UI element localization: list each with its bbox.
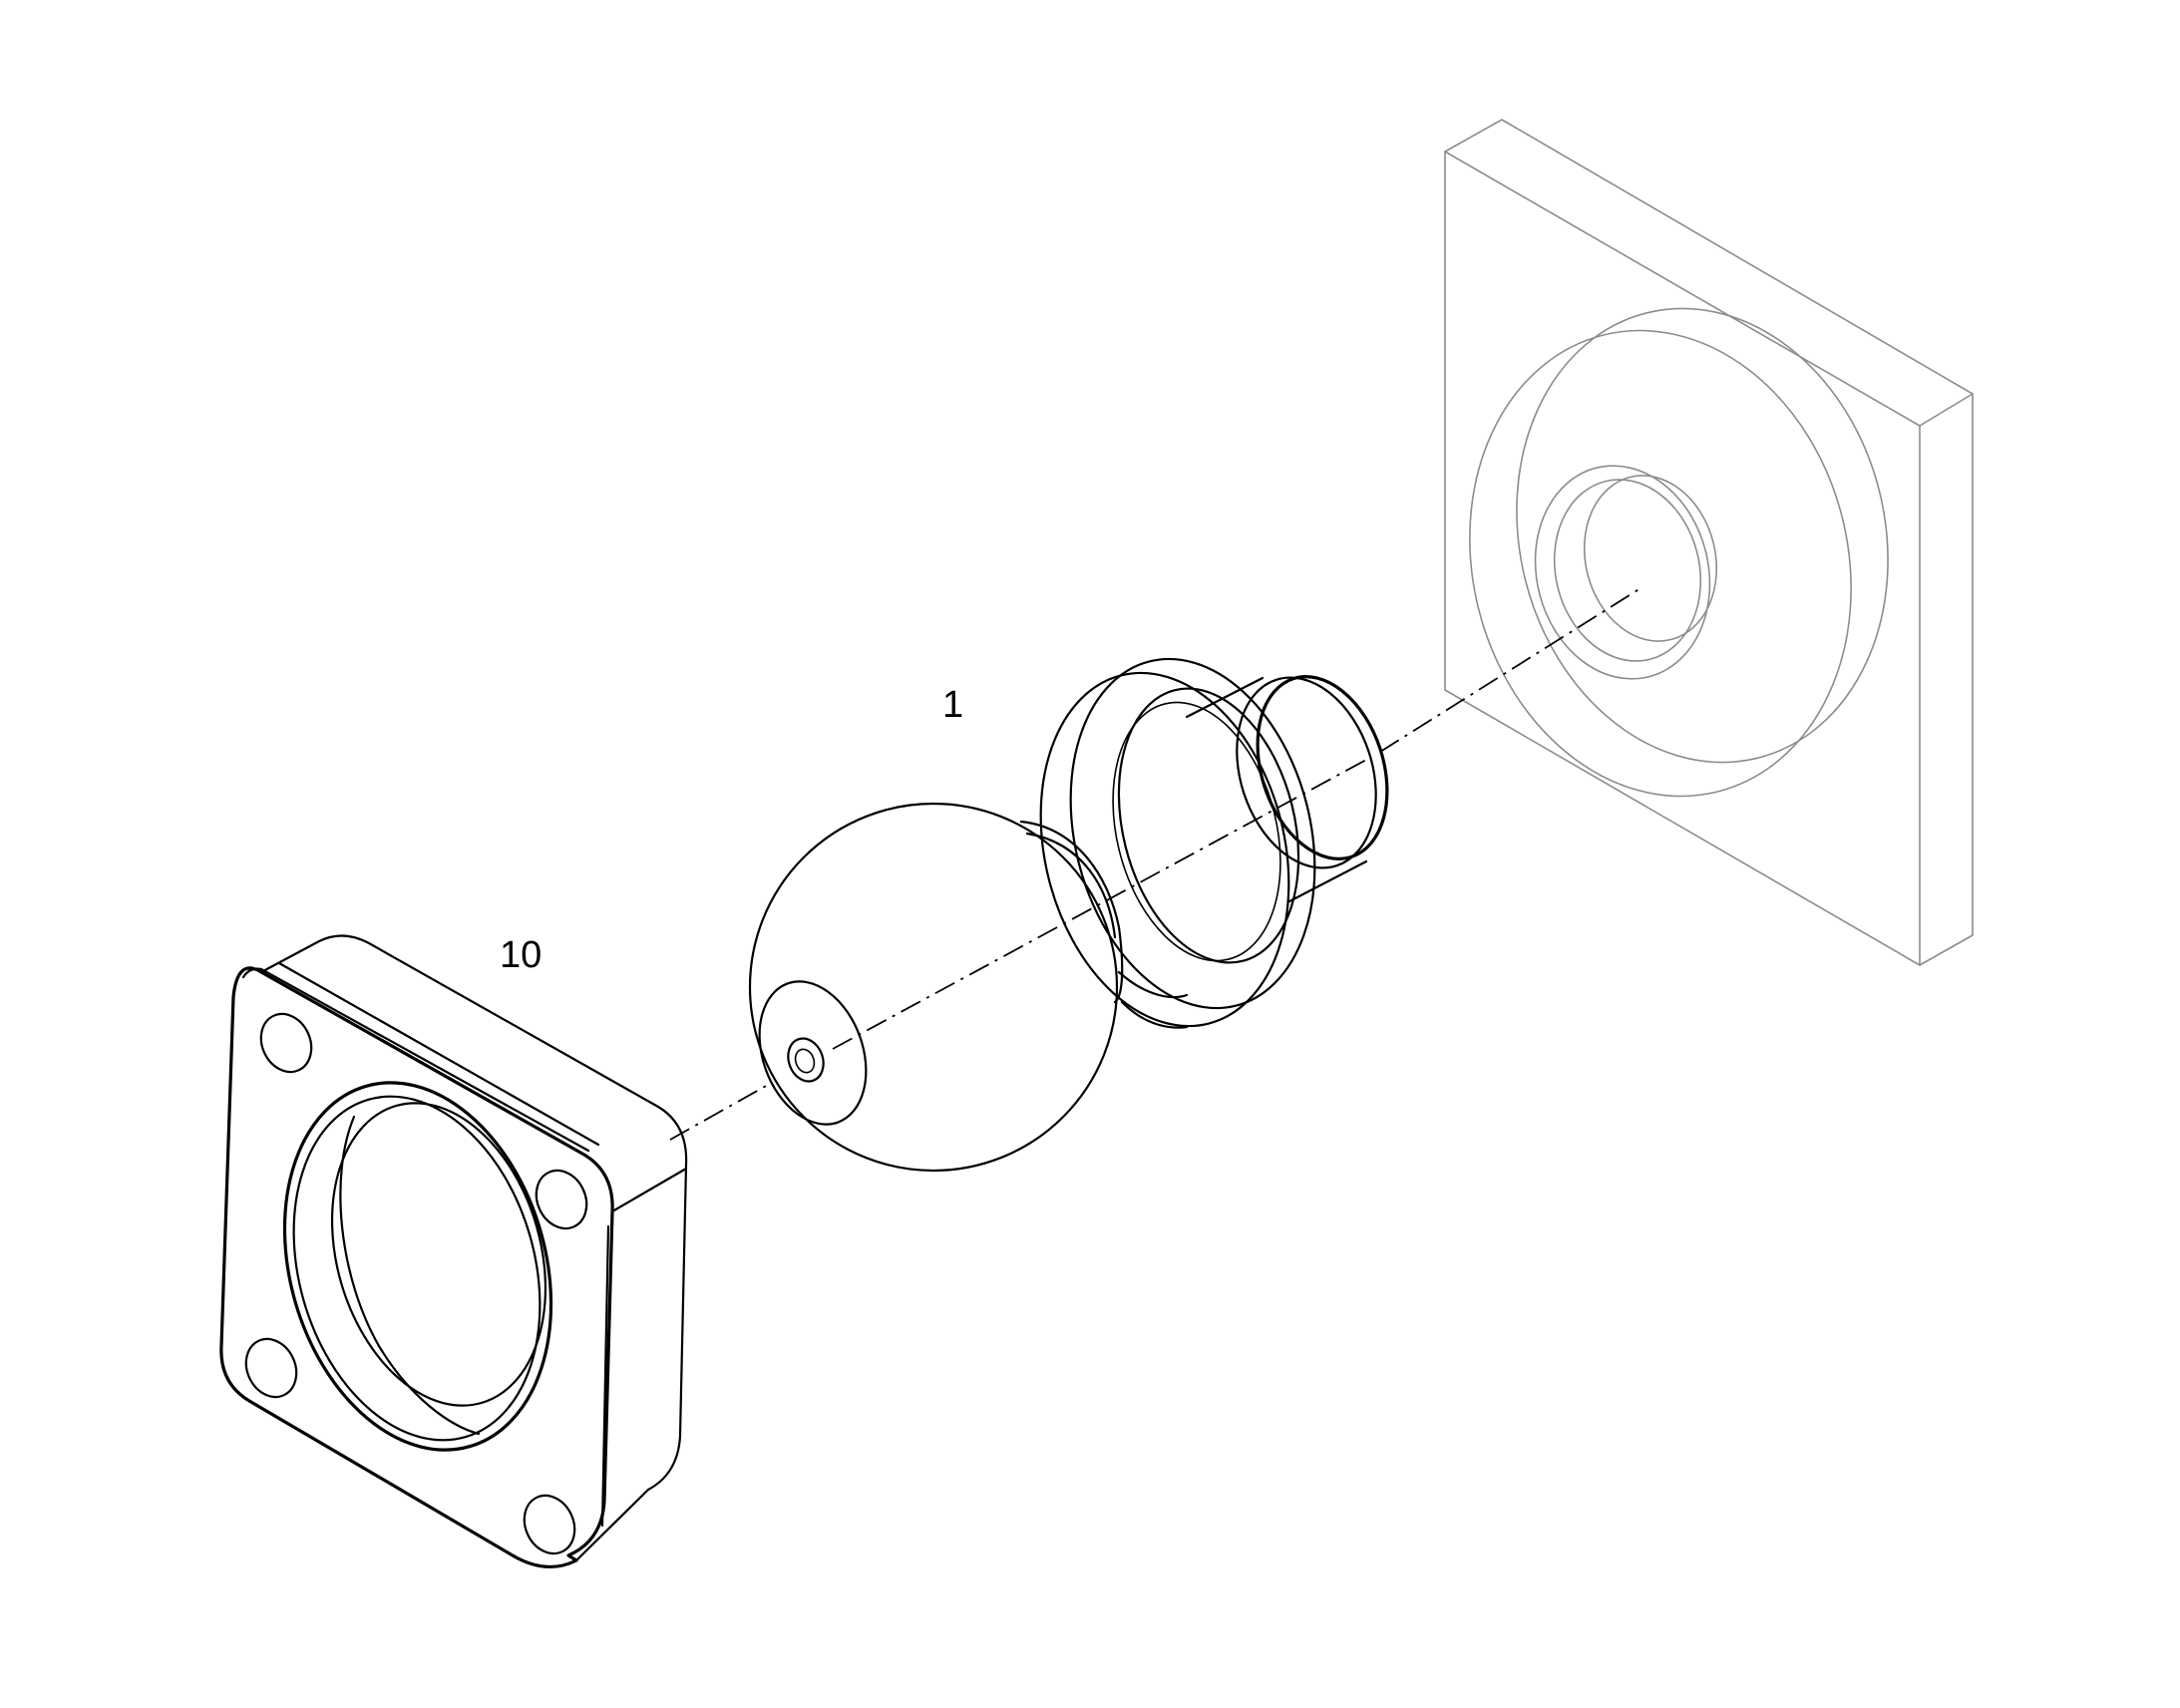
flange-housing [219,934,688,1569]
callout-10: 10 [500,934,543,976]
callout-1: 1 [942,684,964,726]
center-axis [669,587,1641,1141]
ball-stud [748,657,1389,1173]
mounting-plate [1444,119,1974,966]
